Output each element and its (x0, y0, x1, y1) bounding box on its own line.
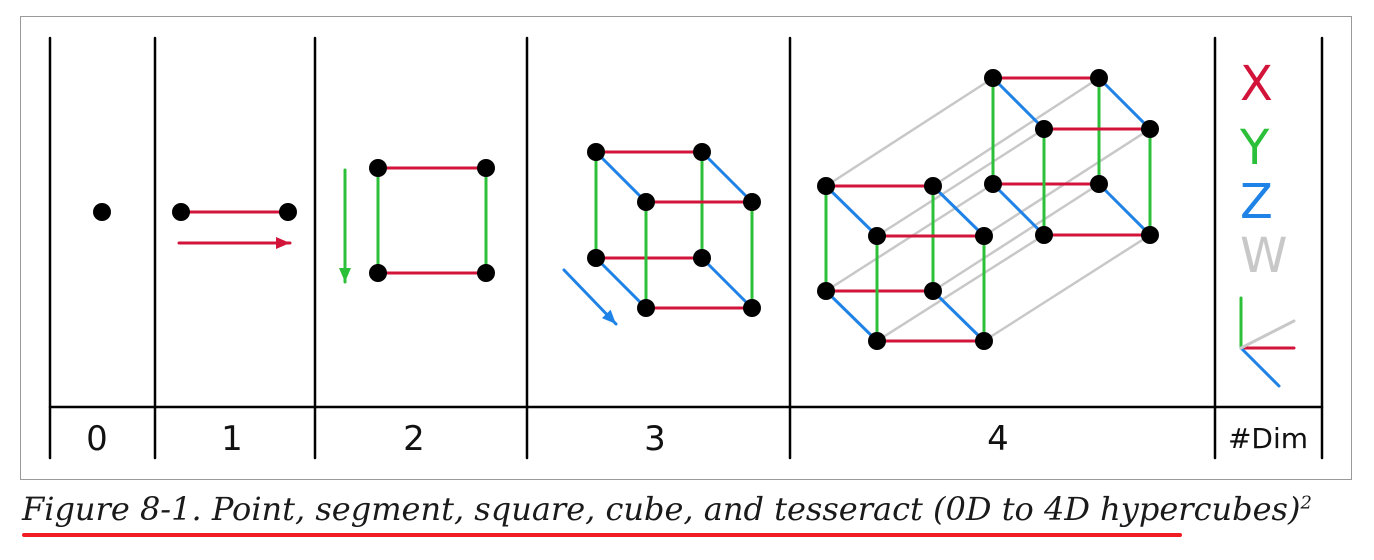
tesseract-vertex (817, 177, 835, 195)
dim-label-2: 2 (403, 419, 425, 459)
x-direction-arrow (177, 237, 292, 249)
tesseract-vertex (1090, 69, 1108, 87)
point-0d-vertex (93, 203, 111, 221)
tesseract-vertex (984, 69, 1002, 87)
cube-3d-vertex (743, 299, 761, 317)
diagram-frame (20, 16, 1352, 480)
legend-letter-y: Y (1239, 120, 1270, 176)
dimension-labels: 0 1 2 3 4 #Dim (86, 419, 1308, 459)
legend-axis-w (1239, 319, 1296, 350)
dim-label-1: 1 (221, 419, 243, 459)
tesseract-vertex (1035, 226, 1053, 244)
caption-footnote: 2 (1300, 492, 1312, 514)
z-direction-arrow-head (601, 309, 616, 324)
cube-3d-vertex (743, 193, 761, 211)
cube-3d-vertex (693, 143, 711, 161)
cube-3d-edge (700, 150, 754, 204)
dim-label-0: 0 (86, 419, 108, 459)
tesseract-w-edge (931, 182, 1101, 293)
square-2d-vertex (477, 264, 495, 282)
legend-letter-x: X (1240, 56, 1273, 112)
tesseract-w-edge (824, 76, 995, 188)
tesseract-vertex (924, 177, 942, 195)
dim-label-4: 4 (987, 419, 1009, 459)
cube-3d-vertex (587, 143, 605, 161)
tesseract-vertex (868, 227, 886, 245)
cube-3d-edge (700, 256, 754, 310)
tesseract-cube-edge (1097, 76, 1152, 131)
cube-3d-vertex (693, 249, 711, 267)
tesseract-vertex (984, 175, 1002, 193)
tesseract-vertex (975, 227, 993, 245)
legend-letter-z: Z (1240, 174, 1273, 230)
caption-text: Figure 8-1. Point, segment, square, cube… (22, 490, 1301, 528)
tesseract-vertex (975, 332, 993, 350)
axes-legend: X Y Z W (1239, 56, 1296, 388)
hypercube-shapes (93, 69, 1159, 350)
figure-caption: Figure 8-1. Point, segment, square, cube… (22, 490, 1322, 528)
y-direction-arrow-head (339, 268, 351, 282)
tesseract-cube-edge (931, 184, 986, 238)
table-grid (48, 36, 1324, 460)
tesseract-cube-edge (931, 289, 986, 343)
cube-3d-vertex (637, 193, 655, 211)
tesseract-vertex (817, 282, 835, 300)
tesseract-w-edge (875, 127, 1046, 238)
caption-underline (22, 533, 1182, 537)
cube-3d-vertex (587, 249, 605, 267)
tesseract-cube-edge (824, 184, 879, 238)
tesseract-cube-edge (991, 76, 1046, 131)
square-2d-vertex (477, 159, 495, 177)
tesseract-w-edge (931, 76, 1101, 188)
tesseract-vertex (1035, 120, 1053, 138)
dim-label-legend: #Dim (1228, 422, 1308, 455)
segment-1d-vertex (172, 203, 190, 221)
hypercube-diagram: X Y Z W 0 1 2 3 4 #Dim (48, 36, 1324, 460)
square-2d-vertex (369, 264, 387, 282)
x-direction-arrow-head (276, 237, 290, 249)
tesseract-vertex (868, 332, 886, 350)
tesseract-w-edge (982, 233, 1152, 343)
cube-3d-vertex (637, 299, 655, 317)
legend-axis-z (1239, 346, 1281, 388)
y-direction-arrow (339, 168, 351, 284)
tesseract-vertex (924, 282, 942, 300)
tesseract-cube-edge (991, 182, 1046, 237)
segment-1d-vertex (279, 203, 297, 221)
tesseract-vertex (1141, 120, 1159, 138)
tesseract-vertex (1090, 175, 1108, 193)
tesseract-vertex (1141, 226, 1159, 244)
square-2d-vertex (369, 159, 387, 177)
tesseract-w-edge (875, 233, 1046, 343)
cube-3d-edge (594, 150, 648, 204)
legend-letter-w: W (1240, 228, 1287, 284)
cube-3d-edge (594, 256, 648, 310)
tesseract-cube-edge (824, 289, 879, 343)
tesseract-cube-edge (1097, 182, 1152, 237)
dim-label-3: 3 (644, 419, 666, 459)
z-direction-arrow (562, 268, 618, 326)
